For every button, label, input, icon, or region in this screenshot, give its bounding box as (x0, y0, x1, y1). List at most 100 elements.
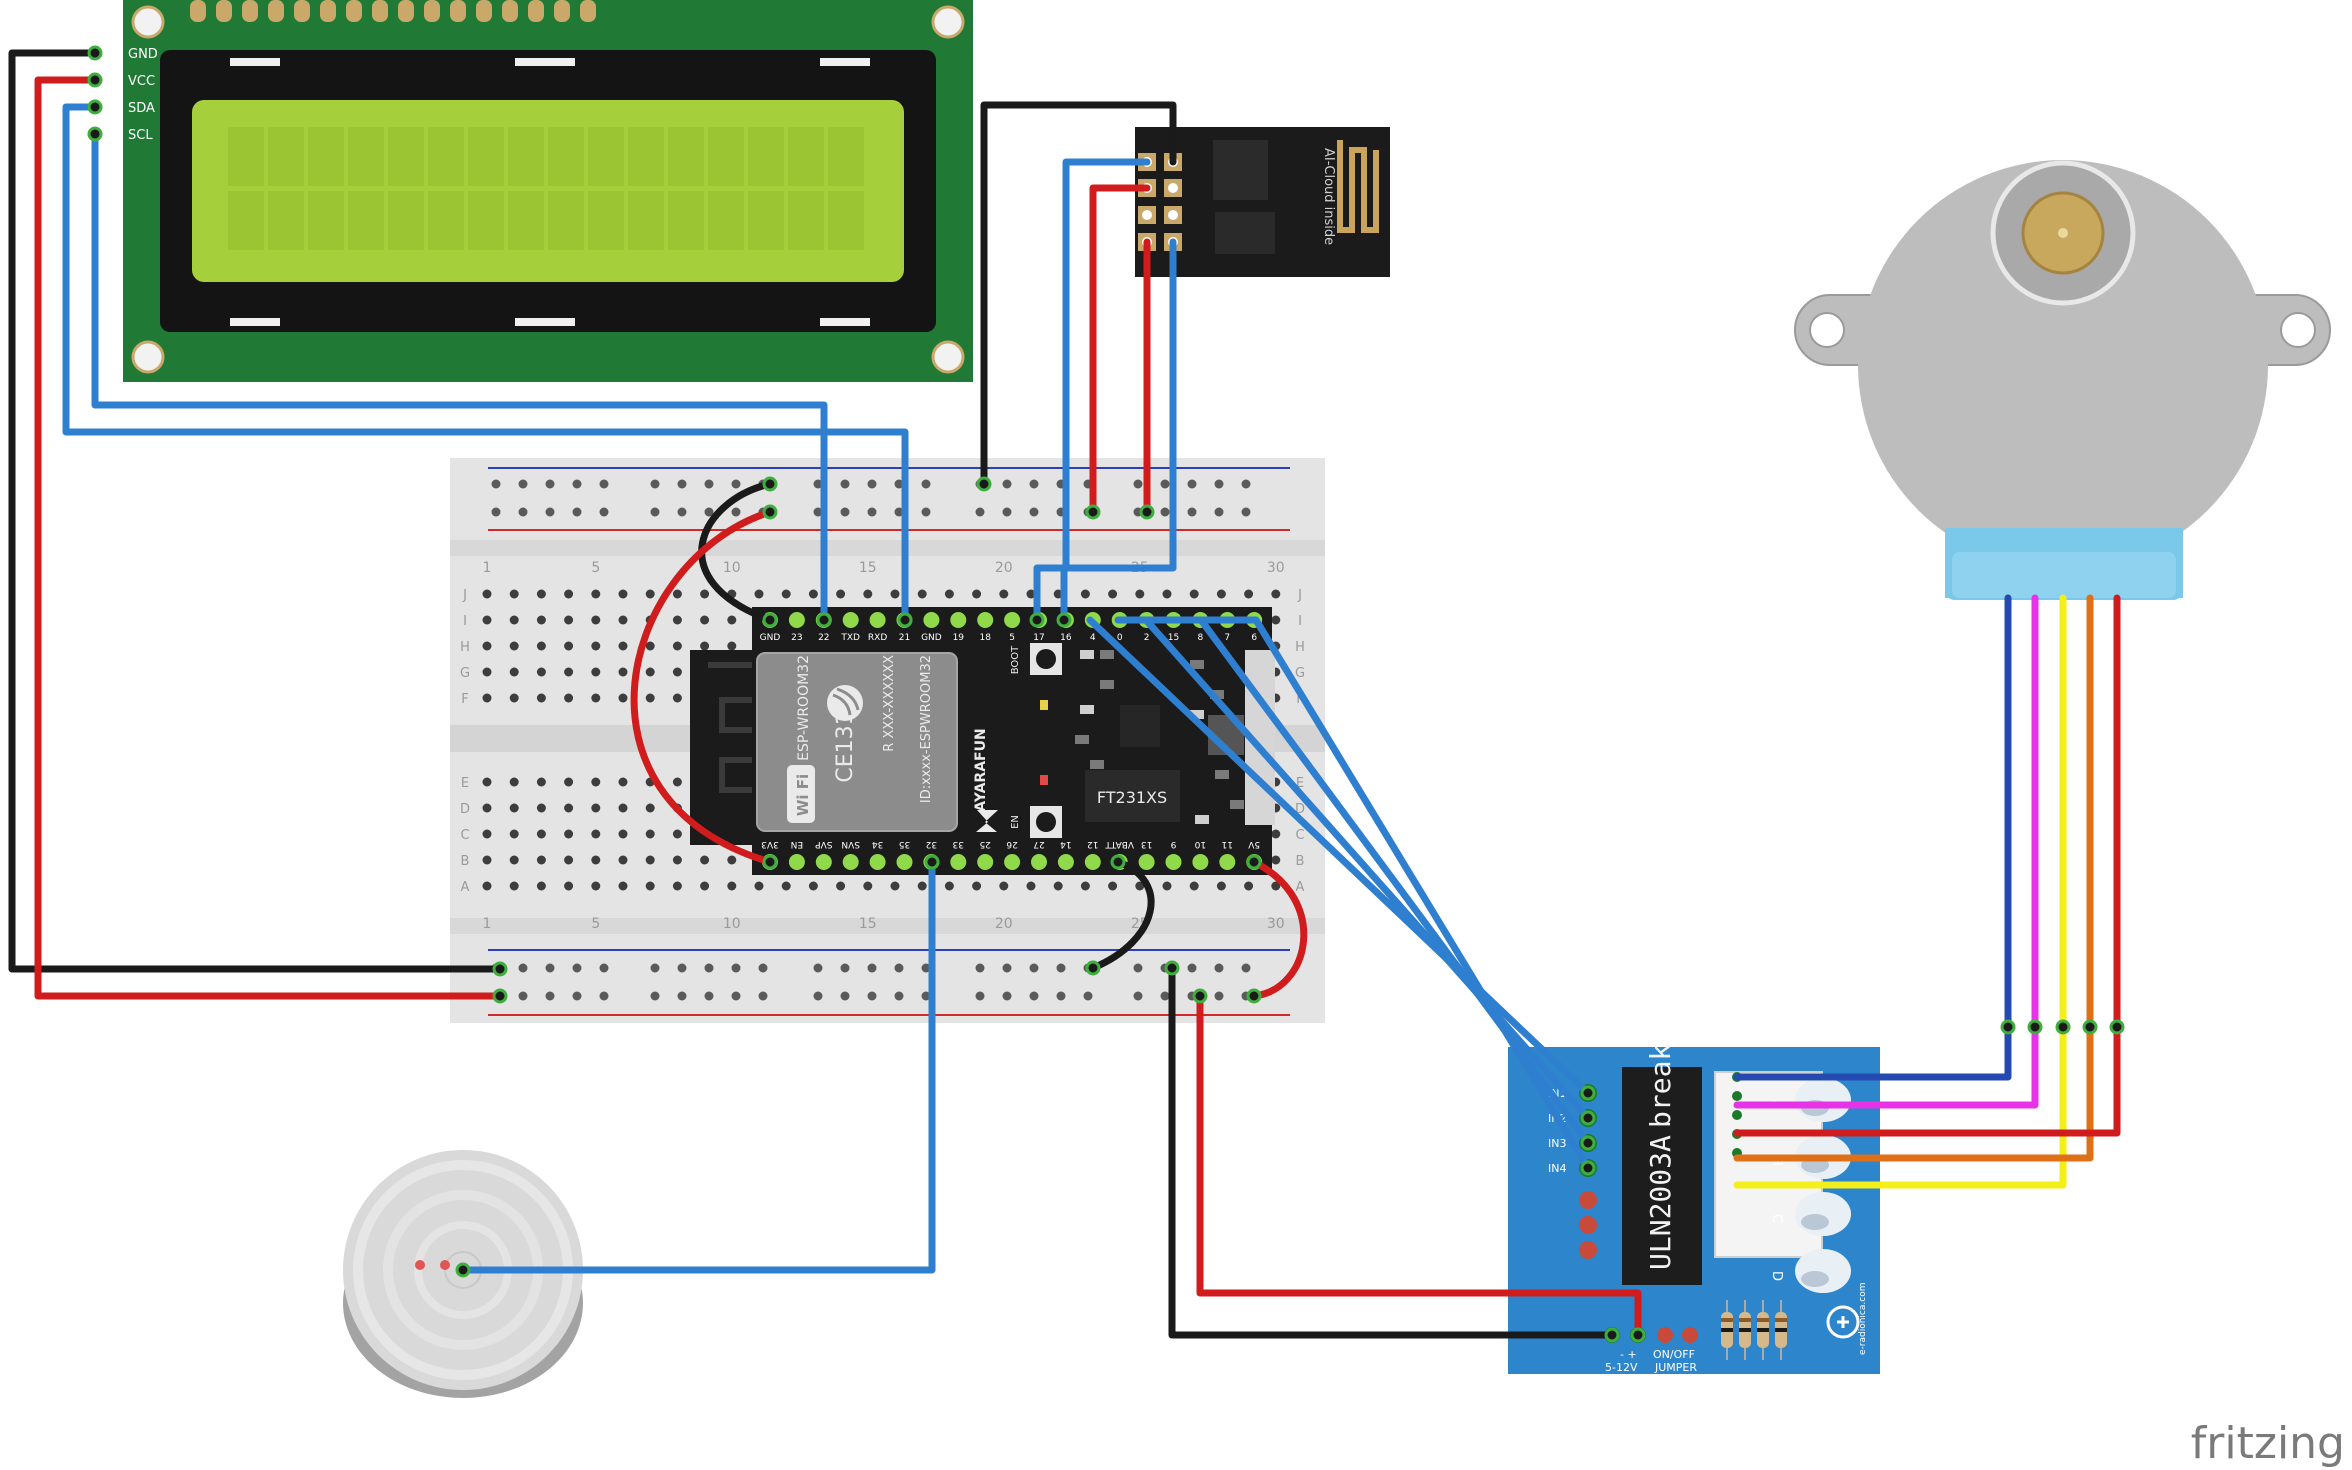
breadboard-hole (1002, 479, 1012, 489)
sensor-signal-wire (459, 858, 936, 1274)
breadboard-hole (482, 803, 492, 813)
wifi-logo-text: Wi Fi (794, 774, 812, 816)
breadboard-hole (599, 507, 609, 517)
wire-end (87, 72, 103, 88)
wire-end (1056, 612, 1072, 628)
breadboard-hole (700, 881, 710, 891)
driver-unused-pin (1579, 1191, 1597, 1209)
wire-end (492, 961, 508, 977)
smd-part (1190, 660, 1204, 669)
esp32-pin-label: 10 (1194, 839, 1206, 849)
breadboard-hole (1108, 589, 1118, 599)
breadboard-hole (731, 479, 741, 489)
row-letter: G (1295, 666, 1305, 681)
esp32-pin (1004, 612, 1021, 628)
breadboard-hole (482, 777, 492, 787)
breadboard-hole (921, 507, 931, 517)
driver-input-label: IN4 (1548, 1162, 1566, 1175)
breadboard-hole (1214, 479, 1224, 489)
breadboard-hole (618, 881, 628, 891)
motor-orange-wire (1733, 594, 2094, 1162)
breadboard-hole (1133, 991, 1143, 1001)
breadboard-hole (482, 881, 492, 891)
breadboard-hole (1271, 615, 1281, 625)
breadboard-hole (731, 963, 741, 973)
breadboard-hole (645, 881, 655, 891)
esp32-pin-label: 16 (1060, 633, 1072, 643)
smd-part (1195, 815, 1209, 824)
motor-connector-pin (1732, 1110, 1742, 1120)
lcd-cell (588, 127, 624, 186)
lcd-cell (748, 191, 784, 250)
breadboard-hole (894, 991, 904, 1001)
breadboard-hole (1244, 589, 1254, 599)
breadboard-hole (509, 803, 519, 813)
esp32-pin (950, 612, 967, 628)
breadboard-hole (591, 615, 601, 625)
wire-end (2109, 1019, 2125, 1035)
breadboard-hole (645, 803, 655, 813)
esp32-pin-label: 5V (1247, 839, 1260, 849)
wire-end (762, 612, 778, 628)
esp32-pin (1165, 854, 1182, 870)
3v3-jumper-wire (630, 508, 774, 866)
column-number: 1 (483, 916, 492, 932)
esp32-pin-label: 11 (1222, 839, 1233, 849)
esp32-pin (1031, 854, 1047, 870)
breadboard-hole (536, 803, 546, 813)
breadboard-hole (482, 693, 492, 703)
breadboard-hole (975, 991, 985, 1001)
breadboard-hole (894, 479, 904, 489)
breadboard-hole (509, 829, 519, 839)
breadboard-hole (781, 589, 791, 599)
boot-button[interactable] (1030, 643, 1062, 675)
lcd-scl-wire (91, 130, 828, 624)
driver-unused-pin (1579, 1216, 1597, 1234)
lcd-cell (508, 127, 544, 186)
row-letter: B (1296, 854, 1305, 869)
driver-logo-icon (1826, 1305, 1860, 1339)
row-letter: E (461, 776, 469, 791)
row-letter: F (461, 692, 468, 707)
breadboard-hole (808, 589, 818, 599)
smd-part (1215, 770, 1229, 779)
breadboard-hole (972, 589, 982, 599)
breadboard-hole (890, 589, 900, 599)
breadboard-hole (840, 963, 850, 973)
breadboard-hole (672, 693, 682, 703)
breadboard-hole (618, 803, 628, 813)
breadboard-hole (650, 963, 660, 973)
resistor-band (1775, 1318, 1787, 1322)
breadboard-hole (863, 881, 873, 891)
breadboard-hole (1189, 881, 1199, 891)
breadboard-hole (944, 881, 954, 891)
esp32-pin-label: 6 (1251, 633, 1257, 643)
lcd-header-pin (242, 0, 258, 22)
en-button[interactable] (1030, 806, 1062, 838)
breadboard-hole (618, 615, 628, 625)
resistor-band (1739, 1328, 1751, 1332)
breadboard-hole (704, 507, 714, 517)
breadboard-hole (1160, 479, 1170, 489)
esp32-pin (896, 854, 913, 870)
breadboard-hole (921, 963, 931, 973)
breadboard-hole (1056, 963, 1066, 973)
breadboard-hole (564, 641, 574, 651)
lcd-cell (308, 127, 344, 186)
boot-button-label: BOOT (1010, 645, 1021, 674)
lcd-cell (748, 127, 784, 186)
resistor-band (1721, 1318, 1733, 1322)
switch-label: ON/OFF (1653, 1348, 1695, 1361)
wifi-logo-icon: Wi Fi (787, 765, 815, 823)
breadboard-hole (1026, 881, 1036, 891)
esp32-pin (923, 612, 940, 628)
wire-end (1164, 960, 1180, 976)
driver-led (1795, 1078, 1851, 1122)
breadboard-hole (894, 507, 904, 517)
driver-led-shade (1801, 1271, 1829, 1287)
breadboard-hole (1083, 991, 1093, 1001)
wire-end (1139, 504, 1155, 520)
esp32-pin-label: 23 (791, 633, 802, 643)
breadboard-hole (1187, 963, 1197, 973)
wire-end (1085, 504, 1101, 520)
